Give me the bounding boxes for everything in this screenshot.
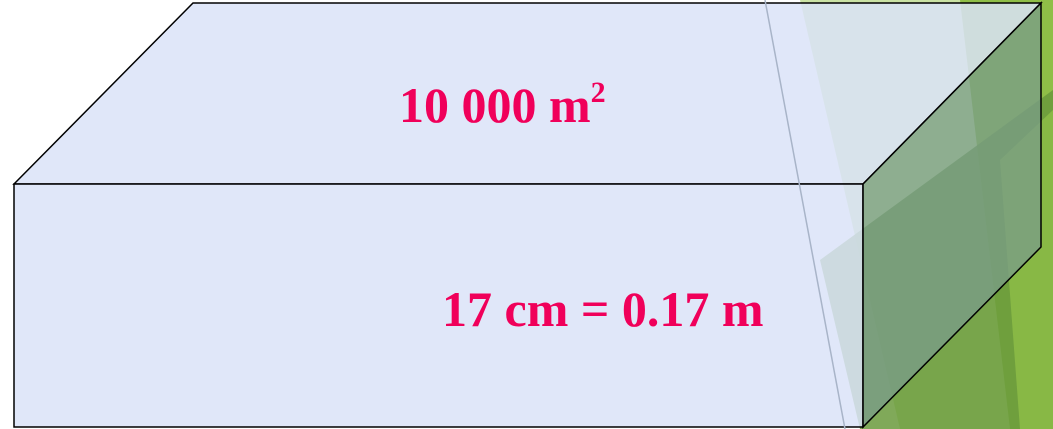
area-value: 10 000 m [399, 77, 591, 133]
box-side-face [862, 1, 1042, 429]
height-label: 17 cm = 0.17 m [442, 281, 764, 337]
area-label: 10 000 m2 [399, 76, 606, 133]
decorative-line [764, 0, 846, 429]
area-exponent: 2 [590, 76, 606, 109]
